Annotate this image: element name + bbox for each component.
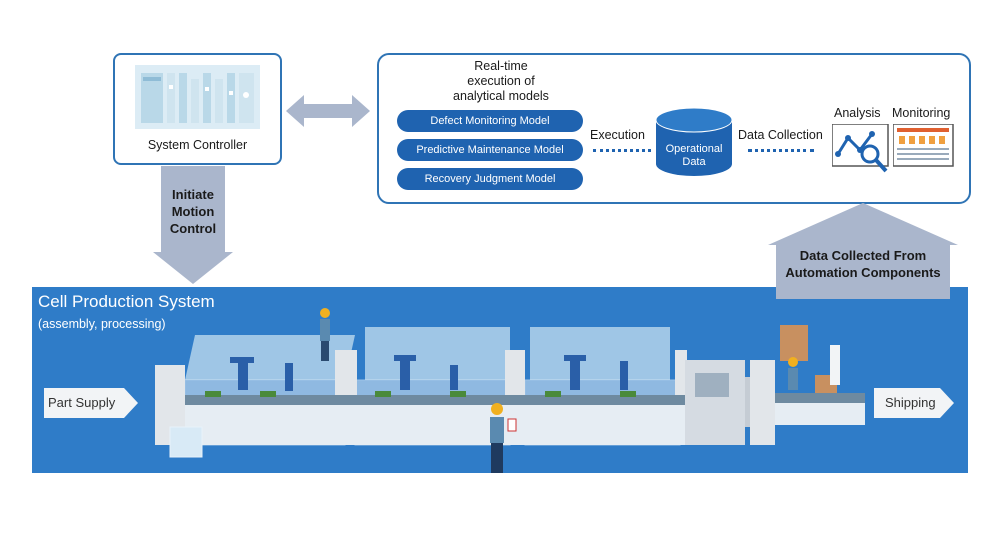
- model-recovery-judgment: Recovery Judgment Model: [397, 168, 583, 190]
- model-predictive-maintenance: Predictive Maintenance Model: [397, 139, 583, 161]
- monitoring-label: Monitoring: [892, 106, 951, 120]
- production-line-illustration: [155, 308, 865, 473]
- double-arrow-icon: [286, 95, 370, 127]
- shipping-arrow: [874, 388, 954, 418]
- part-supply-label: Part Supply: [48, 395, 116, 410]
- production-subtitle: (assembly, processing): [38, 317, 166, 331]
- data-collection-label: Data Collection: [738, 128, 823, 142]
- monitoring-dashboard-icon: [893, 124, 954, 167]
- analysis-label: Analysis: [834, 106, 881, 120]
- data-collected-arrow: [768, 203, 958, 299]
- shipping-label: Shipping: [885, 395, 936, 410]
- analysis-chart-icon: [832, 124, 889, 173]
- system-controller-label: System Controller: [147, 138, 248, 152]
- initiate-motion-label: Initiate Motion Control: [169, 187, 217, 236]
- part-supply-arrow: [44, 388, 138, 418]
- model-defect-monitoring: Defect Monitoring Model: [397, 110, 583, 132]
- production-title: Cell Production System: [38, 292, 215, 311]
- controller-device-icon: [135, 65, 260, 129]
- database-label: Operational Data: [665, 143, 723, 168]
- execution-dots: [593, 149, 651, 152]
- data-collected-label: Data Collected From Automation Component…: [785, 248, 941, 280]
- execution-label: Execution: [590, 128, 645, 142]
- realtime-title: Real-time execution of analytical models: [453, 59, 549, 103]
- database-icon: [656, 108, 732, 176]
- initiate-motion-arrow: [153, 166, 233, 284]
- data-collection-dots: [748, 149, 814, 152]
- system-controller-box: System Controller: [113, 53, 282, 165]
